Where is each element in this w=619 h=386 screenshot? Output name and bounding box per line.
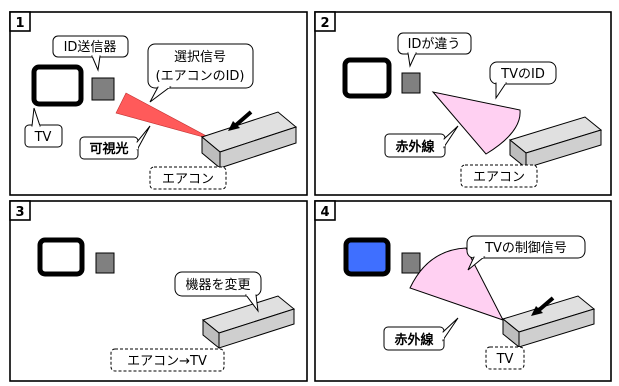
panel-number-box: [9, 200, 31, 221]
visible-light-beam: [115, 92, 215, 141]
device-label-box: TV: [485, 346, 525, 370]
label-tv-control-signal: TVの制御信号: [484, 241, 567, 256]
panel-3: 3 機器を変更 エアコン→TV: [9, 200, 308, 382]
infrared-beam: [431, 91, 521, 155]
callout-visible-light: 可視光: [79, 125, 151, 160]
id-transmitter-box: [91, 77, 115, 101]
label-change-device: 機器を変更: [185, 277, 250, 293]
tv-icon: [37, 237, 85, 277]
device-aircon: [200, 111, 298, 170]
label-infrared: 赤外線: [395, 139, 435, 155]
infrared-beam: [409, 247, 505, 321]
panel-number-box: [314, 11, 336, 32]
device-label-box: エアコン: [149, 166, 227, 190]
label-device: エアコン: [162, 172, 214, 187]
panel-number: 4: [320, 205, 329, 220]
id-transmitter-box: [95, 252, 115, 274]
tv-icon: [343, 237, 391, 277]
callout-tv-id: TVのID: [489, 61, 557, 100]
arrow-icon: [228, 110, 253, 131]
label-id-transmitter: ID送信器: [64, 40, 117, 55]
callout-infrared: 赤外線: [383, 317, 459, 351]
label-selection-signal: 選択信号: [174, 50, 226, 65]
panel-number: 2: [320, 16, 329, 31]
label-device: TV: [496, 352, 514, 367]
label-tv: TV: [34, 130, 52, 145]
callout-id-mismatch: IDが違う: [397, 32, 472, 68]
label-id-mismatch: IDが違う: [408, 37, 461, 52]
device-tv-remote: [501, 295, 596, 349]
id-transmitter-box: [401, 72, 421, 94]
callout-tv-control-signal: TVの制御信号: [466, 235, 586, 271]
callout-id-transmitter: ID送信器: [52, 35, 129, 72]
arrow-icon: [531, 296, 555, 316]
callout-tv: TV: [24, 107, 63, 148]
device-label-box: エアコン: [460, 164, 538, 188]
panel-4: 4 TVの制御信号 赤外線 TV: [314, 200, 612, 382]
panel-2: 2 IDが違う TVのID 赤外線: [314, 11, 612, 196]
panel-number: 3: [15, 205, 24, 220]
label-visible-light: 可視光: [89, 141, 128, 157]
callout-selection-signal: 選択信号 (エアコンのID): [147, 43, 254, 103]
label-infrared: 赤外線: [394, 332, 434, 348]
panel-number: 1: [15, 16, 24, 31]
tv-icon: [342, 57, 392, 99]
label-device: エアコン: [473, 170, 525, 185]
id-transmitter-box: [401, 252, 421, 274]
callout-infrared: 赤外線: [384, 125, 459, 158]
panel-number-box: [314, 200, 336, 221]
label-device: エアコン→TV: [127, 354, 207, 369]
callout-change-device: 機器を変更: [174, 271, 262, 313]
device-label-box: エアコン→TV: [110, 348, 225, 372]
panel-number-box: [9, 11, 31, 32]
panel-1: 1 ID送信器 選択信号 (エアコンのI: [9, 11, 308, 196]
device-aircon: [508, 116, 603, 170]
label-tv-id: TVのID: [500, 67, 545, 82]
label-selection-signal-id: (エアコンのID): [156, 69, 245, 84]
tv-icon: [31, 64, 84, 107]
